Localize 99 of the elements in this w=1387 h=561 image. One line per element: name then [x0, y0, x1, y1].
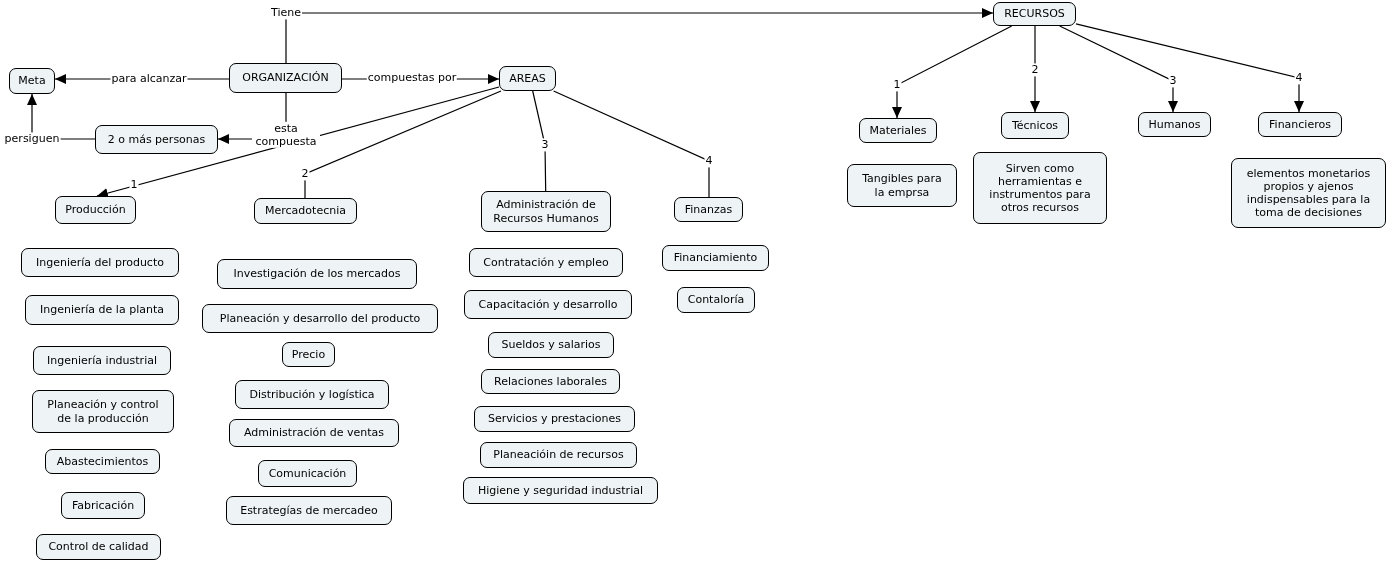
concept-box	[95, 125, 218, 154]
edge-label: 4	[704, 154, 714, 168]
concept-box	[1231, 158, 1386, 228]
concept-box	[1138, 112, 1211, 137]
concept-text: Sueldos y salarios	[501, 338, 601, 352]
concept-text: Contaloría	[687, 293, 745, 307]
concept-box	[36, 534, 161, 560]
concept-text: Servicios y prestaciones	[488, 412, 621, 426]
concept-text: Sirven como herramientas e instrumentos para otros recursos	[988, 161, 1092, 215]
concept-box	[993, 2, 1076, 26]
concept-text: Meta	[18, 74, 46, 88]
edge-label: 1	[892, 78, 902, 92]
concept-box	[202, 304, 438, 333]
concept-box	[859, 118, 937, 143]
concept-text: Financieros	[1269, 117, 1331, 132]
concept-box	[9, 68, 55, 94]
concept-text: Técnicos	[1011, 118, 1059, 133]
concept-text: Precio	[291, 347, 326, 362]
edge-label: compuestas por	[366, 71, 458, 85]
concept-box	[45, 449, 160, 474]
edge-label: para alcanzar	[110, 72, 188, 86]
concept-box	[474, 406, 635, 432]
concept-text: Administración de Recursos Humanos	[492, 198, 600, 225]
concept-text: Ingeniería industrial	[47, 353, 157, 368]
concept-text: Planeación y desarrollo del producto	[219, 311, 421, 326]
concept-text: elementos monetarios propios y ajenos indispensables para la toma de decisiones	[1245, 166, 1372, 220]
concept-text: Capacitación y desarrollo	[478, 297, 618, 312]
edge-label: persiguen	[3, 132, 61, 146]
concept-text: Tangibles para la emprsa	[861, 172, 943, 199]
connector-line	[304, 90, 502, 199]
concept-box	[55, 196, 136, 224]
concept-box	[677, 287, 755, 313]
concept-box	[226, 496, 392, 525]
edge-label: 4	[1294, 71, 1304, 85]
concept-text: Distribución y logística	[249, 387, 375, 402]
connector-arrow	[96, 86, 500, 198]
concept-text: Contratación y empleo	[483, 255, 609, 270]
concept-box	[229, 63, 342, 93]
concept-text: Relaciones laborales	[494, 374, 607, 389]
concept-text: Administración de ventas	[244, 426, 384, 440]
edge-label: 3	[540, 138, 550, 152]
concept-box	[464, 290, 632, 319]
concept-box	[973, 152, 1107, 224]
connector-arrow	[285, 8, 994, 64]
connector-line	[532, 90, 547, 192]
concept-box	[847, 164, 957, 207]
concept-text: ORGANIZACIÓN	[242, 71, 329, 85]
connector-line	[553, 90, 710, 198]
edge-label: 2	[300, 167, 310, 181]
concept-box	[488, 332, 614, 358]
concept-box	[282, 342, 335, 367]
concept-text: Humanos	[1148, 117, 1201, 132]
connector-arrow	[1059, 25, 1178, 113]
concept-text: Financiamiento	[673, 251, 758, 265]
concept-box	[229, 419, 399, 447]
concept-text: Finanzas	[684, 202, 733, 217]
concept-text: AREAS	[509, 71, 546, 86]
concept-text: Ingeniería del producto	[36, 255, 164, 270]
edge-label: Tiene	[270, 6, 302, 20]
concept-text: RECURSOS	[1004, 7, 1065, 21]
concept-text: Control de calidad	[48, 540, 149, 554]
concept-box	[61, 492, 145, 519]
concept-box	[499, 66, 556, 91]
edge-label: 2	[1030, 63, 1040, 77]
concept-box	[33, 346, 171, 375]
concept-box	[254, 198, 357, 224]
concept-box	[481, 191, 611, 232]
concept-box	[662, 245, 769, 271]
concept-box	[258, 460, 357, 487]
concept-box	[480, 442, 637, 468]
concept-box	[25, 295, 179, 325]
concept-text: Investigación de los mercados	[233, 267, 401, 281]
concept-box	[21, 248, 179, 277]
concept-text: Materiales	[869, 123, 927, 138]
concept-box	[217, 259, 417, 289]
concept-box	[1258, 112, 1342, 137]
edge-label: 3	[1168, 74, 1178, 88]
concept-box	[1001, 112, 1069, 139]
concept-box	[32, 390, 174, 433]
concept-text: Planeación y control de la producción	[46, 398, 160, 425]
concept-text: Higiene y seguridad industrial	[478, 483, 643, 498]
connector-arrow	[1030, 25, 1040, 113]
concept-text: 2 o más personas	[107, 132, 206, 147]
concept-text: Planeacióin de recursos	[493, 448, 624, 462]
concept-text: Comunicación	[268, 466, 347, 481]
concept-text: Estrategías de mercadeo	[240, 503, 378, 518]
concept-box	[463, 477, 658, 504]
concept-text: Abastecimientos	[56, 454, 149, 469]
connector-arrow	[1075, 23, 1304, 113]
concept-text: Fabricación	[71, 498, 135, 513]
edge-label: esta compuesta	[252, 121, 320, 149]
concept-box	[235, 380, 389, 409]
concept-text: Ingeniería de la planta	[40, 303, 164, 317]
concept-box	[481, 369, 620, 394]
concept-box	[469, 248, 623, 277]
concept-text: Producción	[65, 203, 126, 217]
concept-box	[674, 197, 743, 222]
concept-text: Mercadotecnia	[265, 204, 346, 218]
connector-arrow	[892, 25, 1013, 119]
